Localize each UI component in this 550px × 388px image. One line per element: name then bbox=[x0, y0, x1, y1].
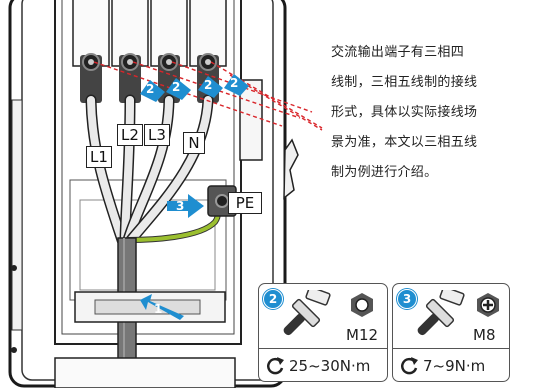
wire-label-l3: L3 bbox=[144, 124, 170, 146]
step-1-label: 1 bbox=[154, 302, 163, 316]
socket-wrench-icon bbox=[283, 290, 331, 336]
tool-step-badge: 3 bbox=[397, 289, 417, 309]
clockwise-rotate-icon bbox=[267, 357, 284, 375]
step-3-arrow-icon bbox=[167, 194, 204, 218]
step-2-label-c: 2 bbox=[204, 78, 213, 92]
wire-label-pe: PE bbox=[228, 192, 262, 214]
wire-label-n: N bbox=[183, 132, 205, 154]
cross-screw-icon bbox=[477, 293, 499, 317]
torque-value: 25~30N·m bbox=[289, 357, 371, 375]
step-2-label-b: 2 bbox=[172, 80, 181, 94]
step-2-arrows bbox=[140, 74, 249, 102]
note-line: 景为准，本文以三相五线 bbox=[331, 135, 478, 150]
step-3-label: 3 bbox=[176, 199, 185, 213]
torque-value: 7~9N·m bbox=[423, 357, 486, 375]
nut-hex-icon bbox=[351, 293, 373, 317]
socket-wrench-icon bbox=[417, 290, 465, 336]
step-1-arrow-icon bbox=[140, 294, 184, 320]
tool-step-badge: 2 bbox=[263, 289, 283, 309]
mounting-bracket bbox=[283, 138, 299, 200]
tool-card-pe-torque: 3 M8 7~9N·m bbox=[392, 283, 510, 382]
bolt-size: M8 bbox=[473, 326, 496, 344]
clockwise-rotate-icon bbox=[401, 357, 418, 375]
tool-card-terminal-torque: 2 M12 25~30N·m bbox=[258, 283, 388, 382]
bolt-size: M12 bbox=[346, 326, 379, 344]
step-2-label-a: 2 bbox=[146, 82, 155, 96]
note-line: 制为例进行介绍。 bbox=[331, 165, 438, 180]
wire-label-l1: L1 bbox=[86, 146, 112, 168]
ac-wires bbox=[85, 94, 214, 246]
wire-label-l2: L2 bbox=[117, 124, 143, 146]
note-line: 线制，三相五线制的接线 bbox=[331, 75, 478, 90]
step-2-label-d: 2 bbox=[230, 76, 239, 90]
wiring-note: 交流输出端子有三相四 线制，三相五线制的接线 形式，具体以实际接线场 景为准，本… bbox=[331, 38, 531, 188]
note-line: 形式，具体以实际接线场 bbox=[331, 105, 478, 120]
note-line: 交流输出端子有三相四 bbox=[331, 45, 465, 60]
